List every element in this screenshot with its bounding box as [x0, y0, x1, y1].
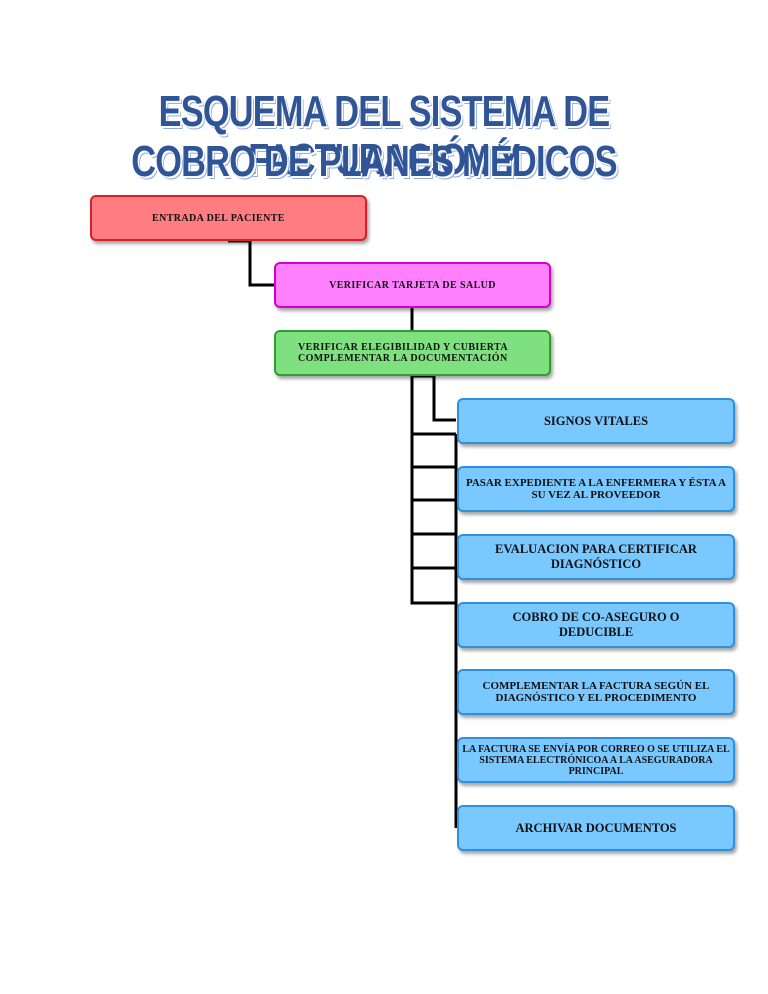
step-label: COBRO DE CO-ASEGURO O DEDUCIBLE — [512, 610, 680, 639]
diagram-title-line-2: COBRO DE PLANES MÉDICOS — [131, 137, 617, 186]
step-pasar-expediente: PASAR EXPEDIENTE A LA ENFERMERA Y ÉSTA A… — [457, 466, 735, 512]
connector-eligibility-trunk — [410, 376, 456, 605]
step-label: ARCHIVAR DOCUMENTOS — [515, 820, 677, 835]
step-evaluacion-diagnostico: EVALUACION PARA CERTIFICAR DIAGNÓSTICO — [457, 534, 735, 580]
step-label: SIGNOS VITALES — [543, 413, 649, 428]
step-archivar-documentos: ARCHIVAR DOCUMENTOS — [457, 805, 735, 851]
step-envio-factura: LA FACTURA SE ENVÍA POR CORREO O SE UTIL… — [457, 737, 735, 783]
step-label: COMPLEMENTAR LA FACTURA SEGÚN EL DIAGNÓS… — [482, 680, 710, 704]
step-label: ENTRADA DEL PACIENTE — [152, 212, 285, 224]
step-label: VERIFICAR TARJETA DE SALUD — [329, 279, 496, 291]
step-verificar-tarjeta: VERIFICAR TARJETA DE SALUD — [274, 262, 551, 308]
step-signos-vitales: SIGNOS VITALES — [457, 398, 735, 444]
step-cobro-coaseguro: COBRO DE CO-ASEGURO O DEDUCIBLE — [457, 602, 735, 648]
step-label: VERIFICAR ELEGIBILIDAD Y CUBIERTA COMPLE… — [298, 342, 508, 364]
step-complementar-factura: COMPLEMENTAR LA FACTURA SEGÚN EL DIAGNÓS… — [457, 669, 735, 715]
step-label: EVALUACION PARA CERTIFICAR DIAGNÓSTICO — [495, 542, 697, 571]
connector-entry-card — [228, 239, 275, 287]
step-label: LA FACTURA SE ENVÍA POR CORREO O SE UTIL… — [462, 743, 730, 777]
connector-eligibility-branch — [412, 374, 456, 422]
step-label: PASAR EXPEDIENTE A LA ENFERMERA Y ÉSTA A… — [465, 477, 727, 501]
step-entrada-paciente: ENTRADA DEL PACIENTE — [90, 195, 367, 241]
diagram-title-line-1: ESQUEMA DEL SISTEMA DE FACTURACIÓN Y — [158, 87, 610, 184]
step-verificar-elegibilidad: VERIFICAR ELEGIBILIDAD Y CUBIERTA COMPLE… — [274, 330, 551, 376]
